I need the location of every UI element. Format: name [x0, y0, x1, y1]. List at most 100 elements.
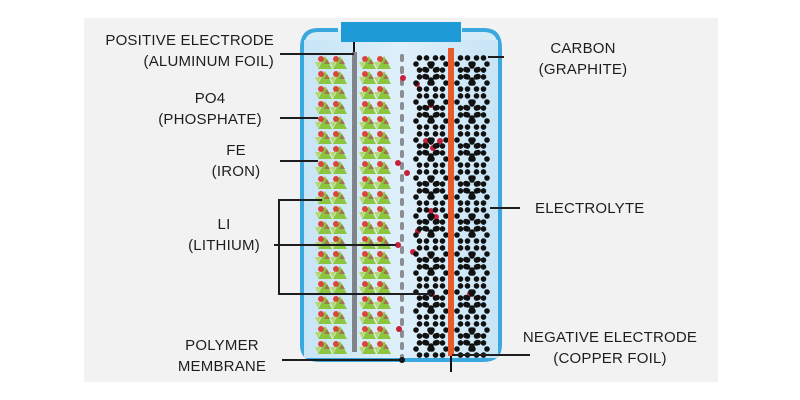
- carbon-atom: [473, 245, 480, 251]
- lithium-ion: [362, 191, 368, 197]
- phosphate-triangle-small: [330, 167, 336, 173]
- lithium-ion: [377, 296, 383, 302]
- lithium-ion: [362, 176, 368, 182]
- carbon-atom: [457, 283, 464, 289]
- carbon-atom: [443, 327, 449, 333]
- iron-fragment: [368, 254, 374, 259]
- lithium-ion: [377, 266, 383, 272]
- carbon-atom: [429, 346, 435, 352]
- lithium-ion: [318, 71, 324, 77]
- iron-fragment: [383, 329, 389, 334]
- iron-fragment: [339, 254, 345, 259]
- lithium-ion: [377, 221, 383, 227]
- iron-fragment: [324, 119, 330, 124]
- carbon-atom: [469, 253, 475, 259]
- carbon-atom: [484, 99, 490, 105]
- carbon-atom: [423, 86, 430, 92]
- separator-dash: [400, 114, 404, 122]
- iron-fragment: [368, 224, 374, 229]
- carbon-atom: [464, 74, 471, 80]
- phosphate-triangle-small: [374, 332, 380, 338]
- carbon-atom: [432, 169, 439, 175]
- iron-fragment: [368, 119, 374, 124]
- carbon-atom: [473, 321, 480, 327]
- label-phosphate-line1: PO4: [194, 90, 226, 107]
- carbon-atom: [423, 264, 430, 270]
- lithium-ion: [333, 296, 339, 302]
- carbon-atom: [457, 55, 464, 61]
- label-iron-line2: (IRON): [211, 163, 261, 180]
- phosphate-triangle-small: [359, 257, 365, 263]
- phosphate-triangle-small: [359, 137, 365, 143]
- label-carbon-line2: (GRAPHITE): [538, 61, 628, 78]
- cathode-material-left: [315, 56, 347, 354]
- label-polymer-membrane-line2: MEMBRANE: [177, 358, 267, 375]
- carbon-atom: [416, 226, 423, 232]
- phosphate-triangle-small: [359, 107, 365, 113]
- lithium-ion: [362, 341, 368, 347]
- carbon-atom: [475, 66, 481, 73]
- carbon-atom: [422, 256, 428, 263]
- lithium-ion: [318, 86, 324, 92]
- phosphate-triangle-small: [315, 77, 321, 83]
- carbon-atom: [423, 131, 430, 137]
- carbon-atom: [443, 289, 449, 295]
- carbon-atom: [416, 188, 423, 194]
- carbon-atom: [464, 314, 471, 320]
- carbon-atom: [434, 104, 440, 111]
- iron-fragment: [324, 254, 330, 259]
- phosphate-triangle-small: [359, 347, 365, 353]
- carbon-atom: [464, 340, 471, 346]
- carbon-atom: [423, 245, 430, 251]
- carbon-atom: [480, 226, 487, 232]
- iron-fragment: [383, 314, 389, 319]
- carbon-atom: [473, 112, 480, 118]
- phosphate-triangle-small: [359, 272, 365, 278]
- terminal-cap: [341, 22, 461, 42]
- carbon-atom: [416, 257, 423, 263]
- phosphate-triangle-small: [315, 257, 321, 263]
- separator-dash: [400, 258, 404, 266]
- lithium-ion: [318, 206, 324, 212]
- carbon-atom: [416, 131, 423, 137]
- carbon-atom: [457, 150, 464, 156]
- iron-fragment: [339, 209, 345, 214]
- iron-fragment: [339, 149, 345, 154]
- iron-fragment: [368, 104, 374, 109]
- carbon-atom: [480, 333, 487, 339]
- carbon-atom: [422, 104, 428, 111]
- phosphate-triangle-small: [359, 122, 365, 128]
- iron-fragment: [368, 164, 374, 169]
- phosphate-triangle-small: [315, 167, 321, 173]
- carbon-atom: [413, 327, 419, 333]
- carbon-atom: [464, 169, 471, 175]
- iron-fragment: [383, 194, 389, 199]
- phosphate-triangle-small: [315, 182, 321, 188]
- iron-fragment: [324, 344, 330, 349]
- lithium-ion: [362, 101, 368, 107]
- carbon-atom: [423, 188, 430, 194]
- iron-fragment: [339, 329, 345, 334]
- lithium-ion: [377, 341, 383, 347]
- carbon-atom: [484, 289, 490, 295]
- carbon-atom: [423, 162, 430, 168]
- carbon-atom: [484, 156, 490, 162]
- lithium-ion: [318, 191, 324, 197]
- phosphate-triangle-small: [330, 227, 336, 233]
- carbon-atom: [416, 150, 423, 156]
- iron-fragment: [324, 179, 330, 184]
- carbon-atom: [454, 327, 460, 333]
- carbon-atom: [416, 93, 423, 99]
- carbon-atom: [416, 181, 423, 187]
- iron-fragment: [383, 269, 389, 274]
- carbon-atom: [432, 124, 439, 130]
- phosphate-triangle-small: [315, 287, 321, 293]
- carbon-atom: [432, 276, 439, 282]
- carbon-atom: [454, 99, 460, 105]
- carbon-atom: [416, 352, 423, 358]
- lithium-ion: [377, 251, 383, 257]
- phosphate-triangle-small: [330, 257, 336, 263]
- lithium-ion: [318, 131, 324, 137]
- lithium-ion: [362, 86, 368, 92]
- phosphate-triangle-small: [330, 347, 336, 353]
